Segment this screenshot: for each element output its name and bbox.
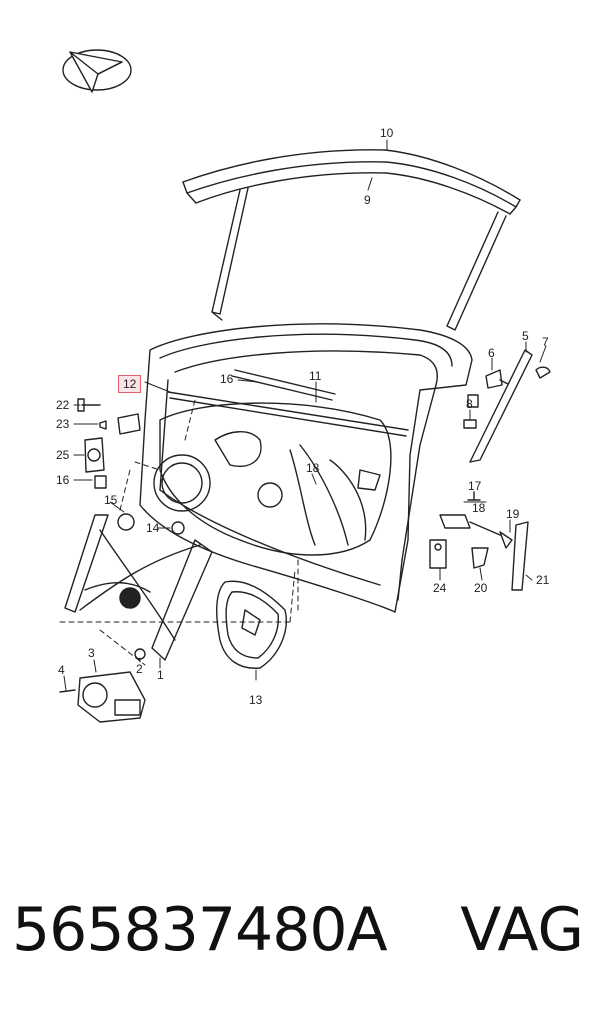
brand-text: VAG [460,895,584,965]
callout-19: 19 [506,507,520,521]
callout-4: 4 [58,663,65,677]
callout-18-right: 18 [472,501,486,515]
callout-3: 3 [88,646,95,660]
callout-20: 20 [474,581,488,595]
logo-icon [62,49,132,93]
callout-10: 10 [380,126,394,140]
callout-1: 1 [157,668,164,682]
trim-strip [463,349,551,463]
callout-8: 8 [466,397,473,411]
window-regulator [64,513,213,661]
callout-22: 22 [56,398,70,412]
callout-23: 23 [56,417,70,431]
part-number-text: 565837480A [12,895,388,965]
window-frame-seal [182,149,521,331]
callout-5: 5 [522,329,529,343]
callout-9: 9 [364,193,371,207]
callout-7: 7 [542,335,549,349]
window-motor [59,671,146,723]
dashed-leaders [59,399,299,666]
small-parts-left [77,398,185,535]
callout-24: 24 [433,581,447,595]
callout-11: 11 [309,369,322,383]
inner-cover [216,580,287,669]
callout-14: 14 [146,521,160,535]
lock-parts-right [429,491,529,591]
callout-13: 13 [249,693,263,707]
callout-17: 17 [468,479,482,493]
callout-6: 6 [488,346,495,360]
callout-18-center: 18 [306,461,320,475]
door-shell [139,323,473,613]
callout-21: 21 [536,573,550,587]
callout-16-lower: 16 [56,473,70,487]
callout-12: 12 [118,375,142,393]
callout-25: 25 [56,448,70,462]
leader-lines [63,139,547,691]
window-guide-strip [167,369,409,437]
callout-15: 15 [104,493,118,507]
callout-16-upper: 16 [220,372,234,386]
callout-2: 2 [136,662,143,676]
